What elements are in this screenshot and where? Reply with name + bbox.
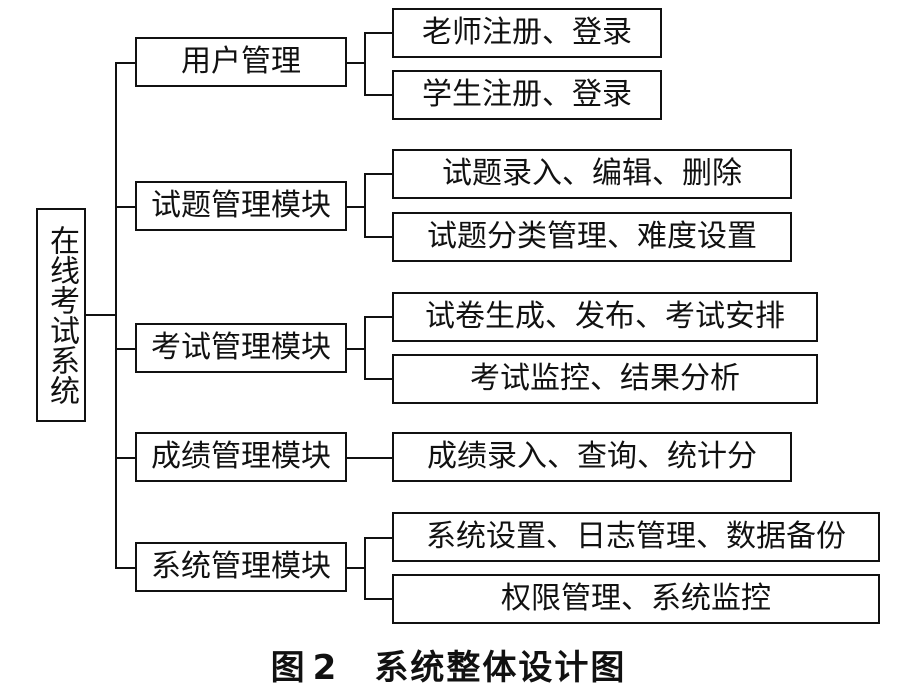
module-user-management: 用户管理 (135, 37, 347, 87)
module-connector (115, 206, 135, 208)
root-node: 在线考试系统 (36, 208, 86, 422)
branch-connector (347, 567, 365, 569)
item-exam-monitor: 考试监控、结果分析 (392, 354, 818, 404)
module-connector (115, 457, 135, 459)
item-connector (364, 598, 392, 600)
caption-title: 系统整体设计图 (374, 648, 627, 688)
module-exam-management: 考试管理模块 (135, 323, 347, 373)
item-connector (364, 537, 392, 539)
module-score-management: 成绩管理模块 (135, 432, 347, 482)
module-question-management: 试题管理模块 (135, 181, 347, 231)
branch-connector (347, 62, 365, 64)
item-connector (364, 94, 392, 96)
branch-vertical (364, 32, 366, 94)
branch-vertical (364, 316, 366, 379)
item-score-entry: 成绩录入、查询、统计分 (392, 432, 792, 482)
item-student-register: 学生注册、登录 (392, 70, 662, 120)
root-connector (86, 314, 116, 316)
item-connector (364, 316, 392, 318)
item-connector (364, 173, 392, 175)
item-connector (364, 378, 392, 380)
branch-vertical (364, 173, 366, 237)
item-exam-generate: 试卷生成、发布、考试安排 (392, 292, 818, 342)
caption-figure-label: 图 (270, 648, 307, 688)
module-connector (115, 348, 135, 350)
item-teacher-register: 老师注册、登录 (392, 8, 662, 58)
item-connector (347, 457, 392, 459)
item-permission-management: 权限管理、系统监控 (392, 574, 880, 624)
item-question-classify: 试题分类管理、难度设置 (392, 212, 792, 262)
branch-vertical (364, 537, 366, 599)
branch-connector (347, 206, 365, 208)
module-connector (115, 567, 135, 569)
item-system-settings: 系统设置、日志管理、数据备份 (392, 512, 880, 562)
branch-connector (347, 348, 365, 350)
item-connector (364, 32, 392, 34)
trunk-line (115, 62, 117, 568)
item-question-entry: 试题录入、编辑、删除 (392, 149, 792, 199)
module-system-management: 系统管理模块 (135, 542, 347, 592)
module-connector (115, 62, 135, 64)
caption-figure-number: 2 (312, 648, 339, 688)
item-connector (364, 236, 392, 238)
